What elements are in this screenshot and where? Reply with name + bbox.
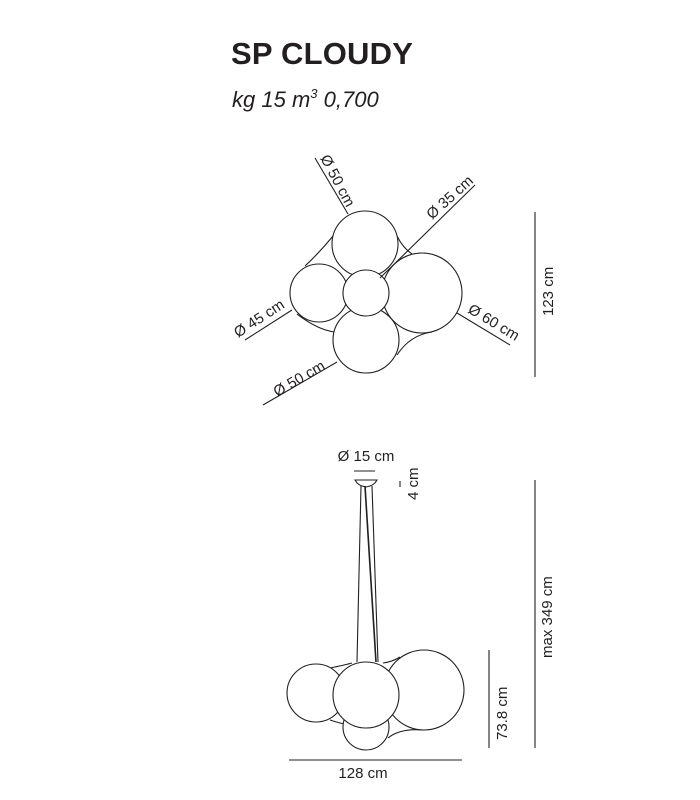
cable-left [356, 485, 362, 663]
label-max-height: max 349 cm [539, 576, 556, 658]
membrane-arc [304, 235, 334, 267]
membrane-arc [329, 719, 345, 725]
cable-right [371, 485, 379, 663]
cable-diagonal [364, 485, 377, 663]
product-specs: kg 15 m3 0,700 [232, 86, 379, 113]
side-front-sphere [332, 661, 400, 729]
top-sphere [331, 210, 399, 278]
label-width: 128 cm [338, 765, 387, 782]
volume-unit: m [291, 87, 311, 112]
label-top-sphere: Ø 50 cm [316, 152, 358, 210]
center-sphere [342, 269, 390, 317]
leader-right-sphere [456, 312, 511, 346]
membrane-arc [296, 313, 336, 333]
top-view-diagram [244, 157, 536, 406]
membrane-arc [396, 235, 413, 255]
membrane-arc [387, 729, 425, 739]
membrane-arc [396, 331, 433, 356]
label-canopy-height: 4 cm [405, 467, 422, 500]
left-sphere [289, 263, 349, 323]
label-canopy-diameter: Ø 15 cm [338, 448, 395, 465]
weight-label: kg 15 [232, 87, 286, 112]
leader-top-sphere [314, 157, 349, 215]
leader-bottom-sphere [262, 361, 338, 406]
membrane-arc [329, 662, 353, 669]
label-body-height: 73.8 cm [494, 687, 511, 740]
leader-left-sphere [244, 309, 293, 341]
volume-value: 0,700 [323, 87, 379, 112]
bottom-sphere [332, 306, 400, 374]
product-title: SP CLOUDY [231, 36, 414, 71]
label-bottom-sphere: Ø 50 cm [271, 357, 329, 400]
canopy [354, 479, 378, 488]
label-center-sphere: Ø 35 cm [423, 172, 477, 223]
volume-exponent: 3 [310, 86, 318, 101]
side-view-diagram [286, 470, 536, 761]
membrane-arc [382, 656, 401, 664]
label-top-view-height: 123 cm [540, 267, 557, 316]
leader-center-sphere [379, 184, 476, 279]
